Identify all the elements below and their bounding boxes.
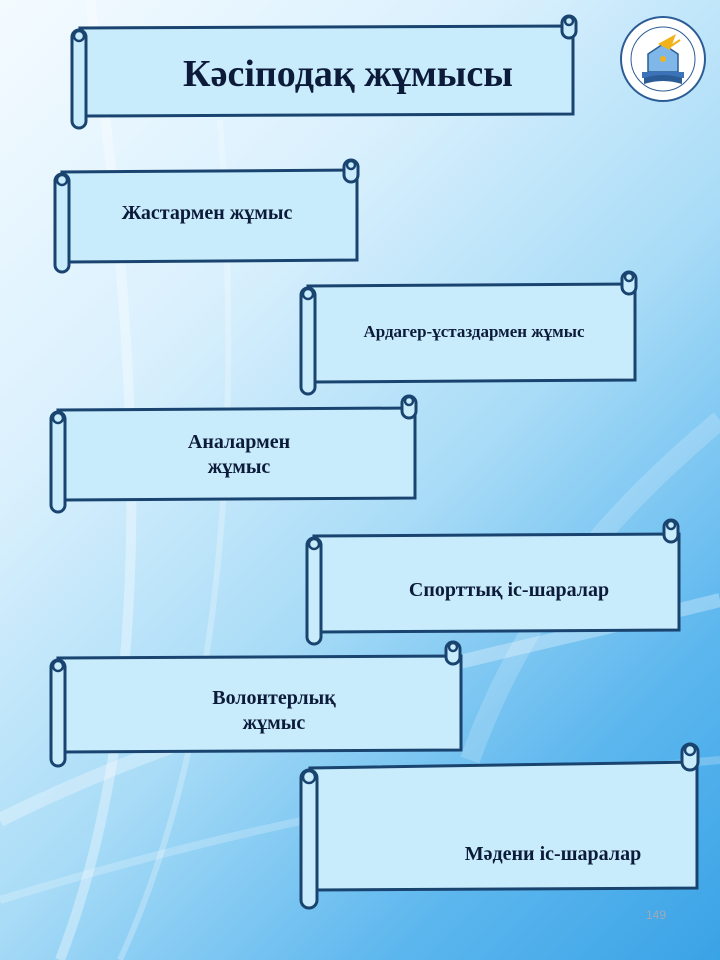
scroll-item-culture: Мәдени іс-шаралар bbox=[298, 742, 704, 912]
scroll-item-veterans: Ардагер-ұстаздармен жұмыс bbox=[298, 270, 640, 398]
scroll-item-volunteer: Волонтерлық жұмыс bbox=[48, 640, 466, 770]
page-title: Кәсіподақ жұмысы bbox=[183, 53, 513, 96]
title-banner: Кәсіподақ жұмысы bbox=[68, 10, 582, 132]
scroll-item-label: Жастармен жұмыс bbox=[121, 201, 293, 224]
scroll-item-mothers: Аналармен жұмыс bbox=[48, 392, 420, 516]
page-number: 149 bbox=[646, 908, 667, 922]
school-emblem-icon bbox=[618, 14, 708, 104]
scroll-item-label: Мәдени іс-шаралар bbox=[464, 842, 642, 865]
scroll-item-label: Спорттық іс-шаралар bbox=[408, 578, 610, 601]
scroll-item-label: Волонтерлық жұмыс bbox=[212, 687, 336, 734]
scroll-item-label: Ардагер-ұстаздармен жұмыс bbox=[363, 322, 585, 342]
scroll-item-sports: Спорттық іс-шаралар bbox=[304, 516, 684, 648]
scroll-item-label: Аналармен жұмыс bbox=[187, 431, 291, 478]
scroll-item-youth: Жастармен жұмыс bbox=[52, 156, 362, 276]
